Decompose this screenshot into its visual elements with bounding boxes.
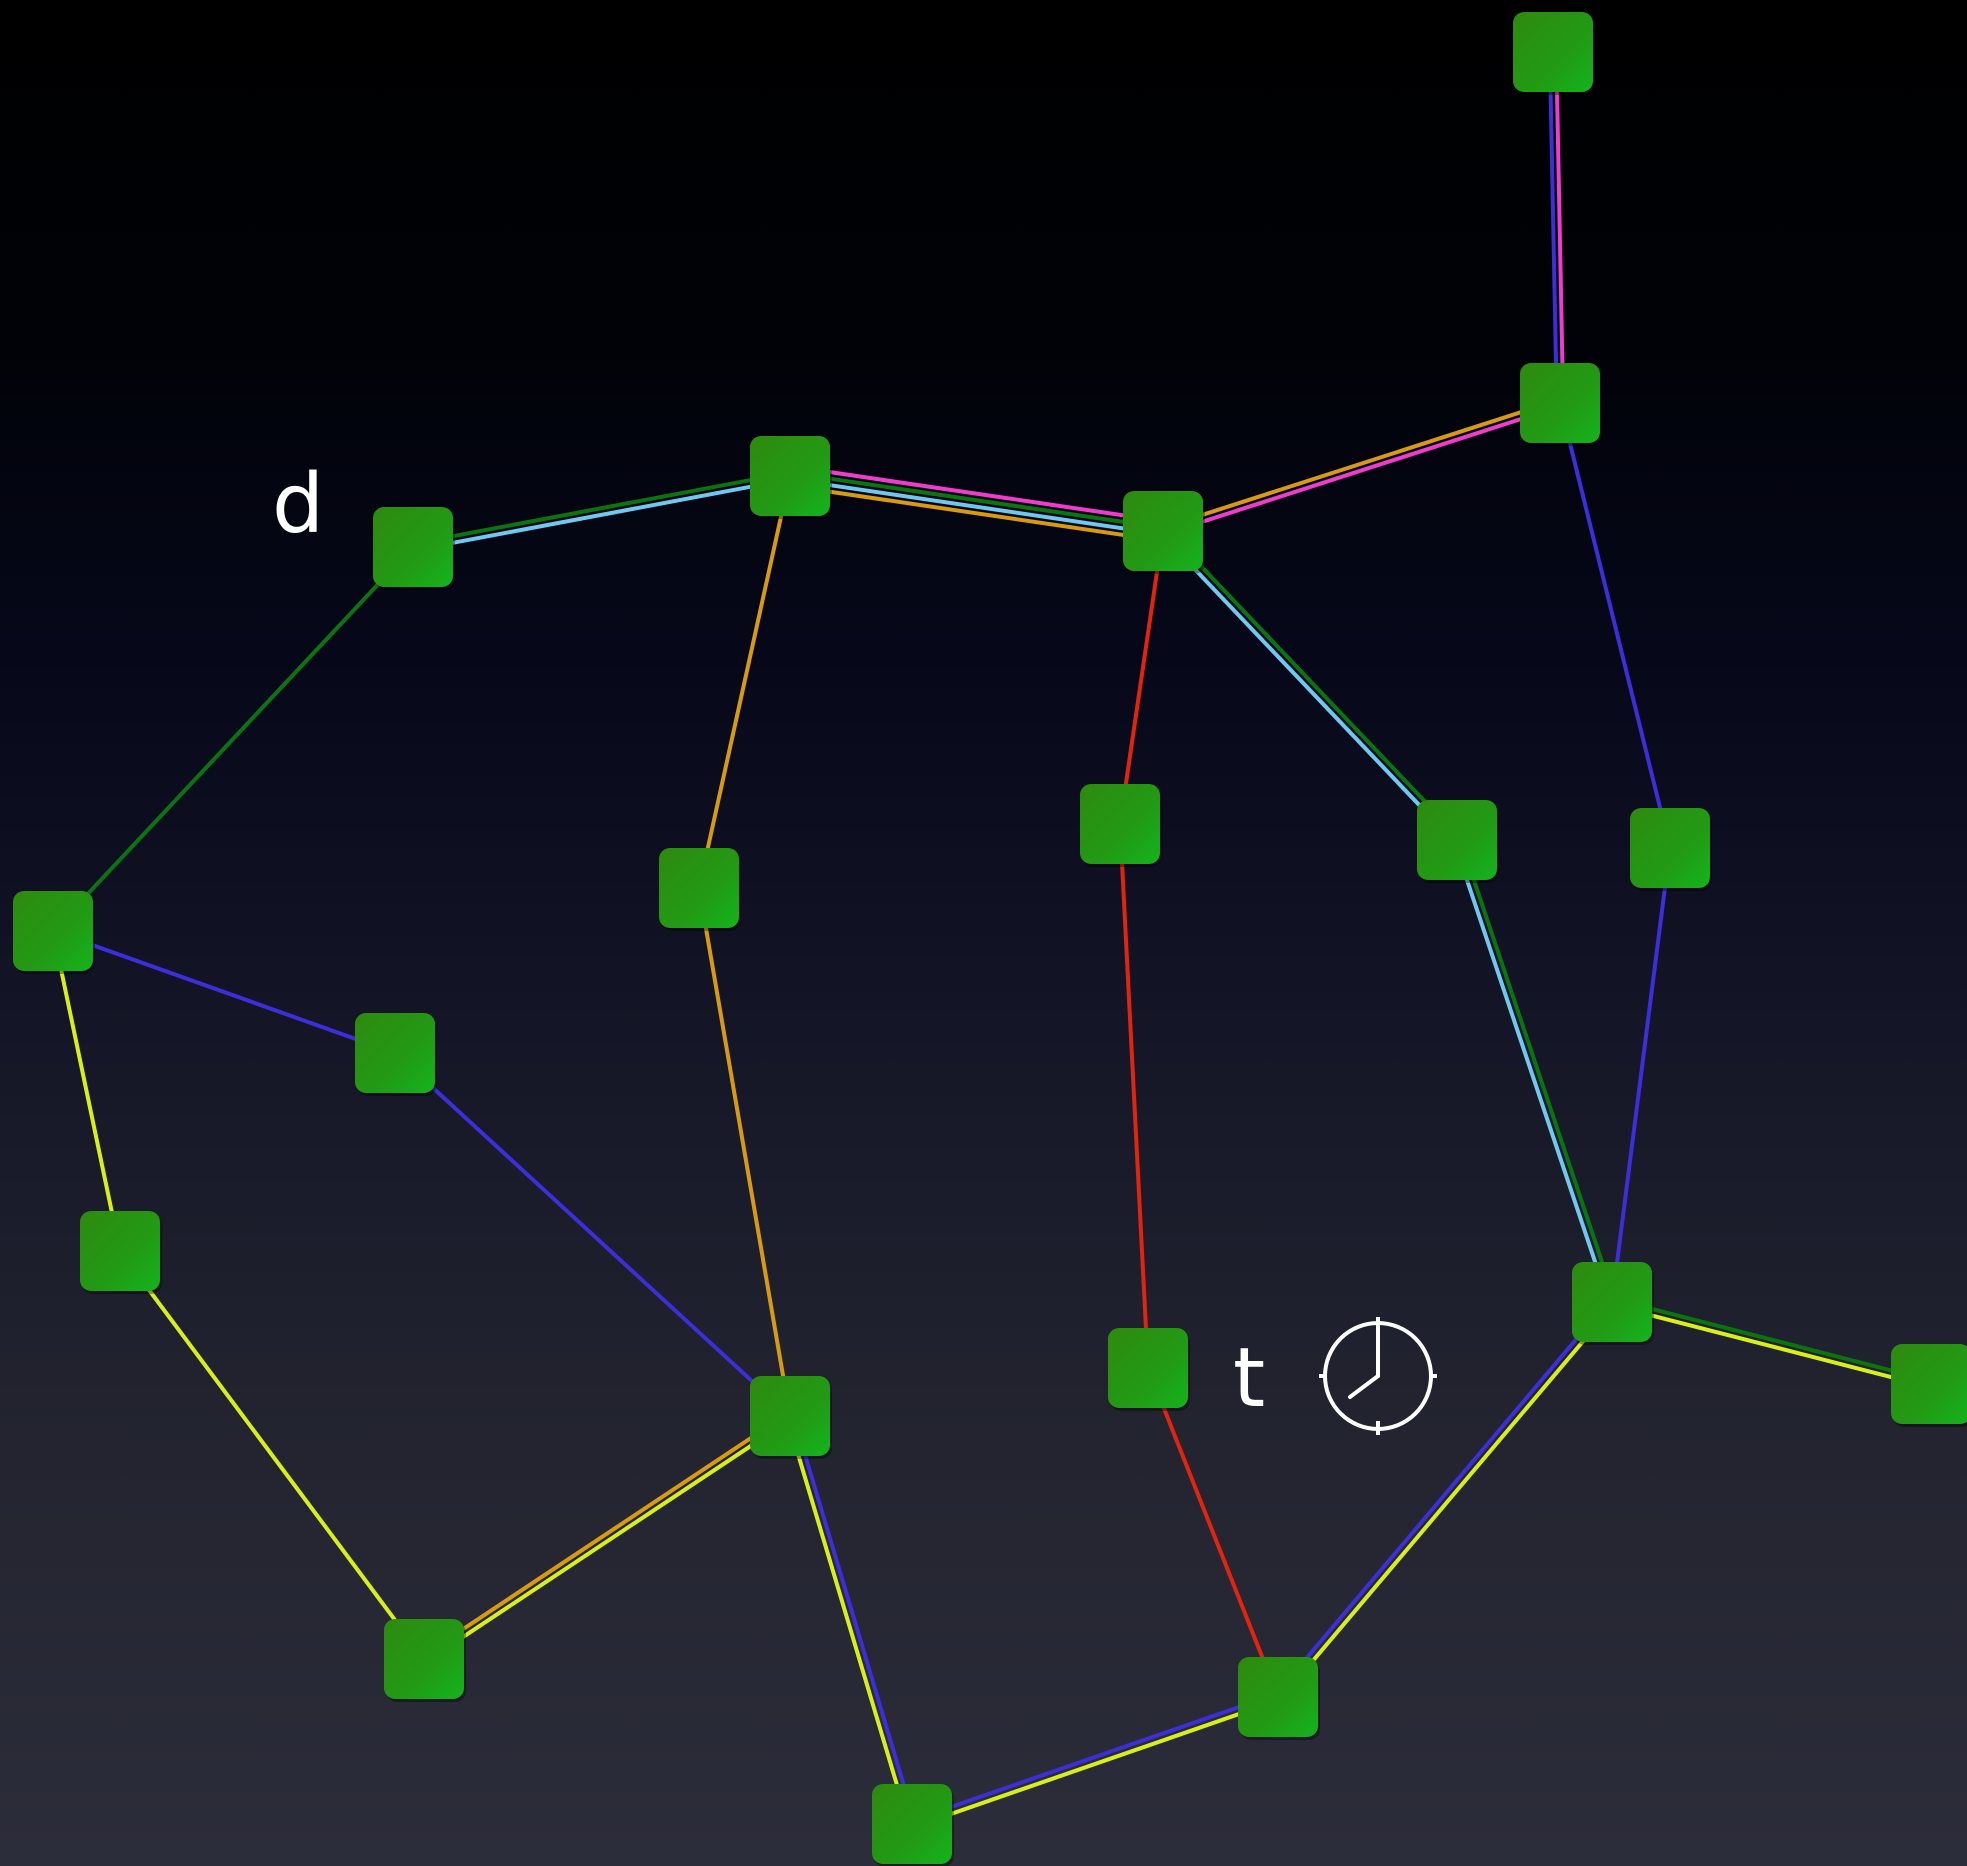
route-segment-dark-green-n10-n15 xyxy=(1458,837,1618,1303)
route-segment-red-n14-n18 xyxy=(1146,1366,1280,1699)
target-label-t: t xyxy=(1233,1331,1265,1426)
route-segment-blue-n7-n13 xyxy=(393,1051,792,1418)
node-left-lower[interactable] xyxy=(80,1211,160,1291)
route-segment-orange-n3-n8 xyxy=(697,474,792,890)
source-label-d: d xyxy=(272,457,324,552)
route-segment-blue-n2-n11 xyxy=(1558,401,1672,850)
node-right[interactable] xyxy=(1630,808,1710,888)
route-segment-light-blue-n5-n3 xyxy=(411,477,793,553)
edges-layer xyxy=(51,49,1934,1830)
route-segment-blue-n1-n2 xyxy=(1547,50,1559,406)
route-segment-magenta-n3-n4 xyxy=(789,464,1167,524)
route-segment-blue-n13-n19 xyxy=(791,1413,918,1826)
route-segment-yellow-n12-n17 xyxy=(118,1249,426,1661)
node-bottom-right[interactable] xyxy=(1238,1657,1318,1737)
node-right-edge[interactable] xyxy=(1891,1344,1967,1424)
node-upper-right-hub[interactable] xyxy=(1520,363,1600,443)
node-source-d[interactable] xyxy=(373,507,453,587)
node-lower-right-hub[interactable] xyxy=(1572,1262,1652,1342)
node-bottom-left[interactable] xyxy=(384,1619,464,1699)
route-segment-dark-green-n5-n3 xyxy=(410,470,792,546)
node-bottom-center[interactable] xyxy=(872,1784,952,1864)
node-center-left[interactable] xyxy=(659,848,739,928)
node-far-left[interactable] xyxy=(13,891,93,971)
route-segment-light-blue-n4-n10 xyxy=(1158,531,1457,845)
nodes-layer xyxy=(13,12,1967,1866)
node-top-right-end[interactable] xyxy=(1513,12,1593,92)
route-segment-light-blue-n10-n15 xyxy=(1451,839,1611,1305)
route-segment-orange-n17-n13 xyxy=(420,1411,791,1659)
route-segment-dark-green-n3-n4 xyxy=(788,470,1166,530)
route-segment-blue-n11-n15 xyxy=(1610,846,1672,1304)
route-segment-dark-green-n5-n6 xyxy=(51,545,415,933)
route-segment-blue-n19-n18 xyxy=(908,1691,1279,1823)
node-top-center[interactable] xyxy=(750,436,830,516)
route-segment-yellow-n13-n19 xyxy=(784,1414,911,1827)
node-lower-center-hub[interactable] xyxy=(750,1376,830,1456)
route-segment-light-blue-n3-n4 xyxy=(787,477,1165,537)
route-segment-blue-n6-n7 xyxy=(51,929,397,1055)
node-target-t[interactable] xyxy=(1108,1328,1188,1408)
clock-icon xyxy=(1319,1317,1437,1435)
node-mid-left[interactable] xyxy=(355,1013,435,1093)
route-segment-magenta-n2-n4 xyxy=(1162,404,1563,537)
route-segment-yellow-n18-n15 xyxy=(1278,1302,1617,1702)
route-segment-magenta-n1-n2 xyxy=(1554,49,1566,405)
route-segment-red-n9-n14 xyxy=(1118,822,1150,1370)
route-segment-dark-green-n4-n10 xyxy=(1163,526,1462,840)
node-center[interactable] xyxy=(1080,784,1160,864)
route-segment-yellow-n6-n12 xyxy=(51,929,122,1253)
route-segment-yellow-n19-n18 xyxy=(911,1698,1282,1830)
route-segment-red-n4-n9 xyxy=(1118,529,1165,826)
route-segment-yellow-n15-n16 xyxy=(1609,1303,1933,1390)
route-segment-orange-n3-n4 xyxy=(786,483,1164,543)
node-center-right[interactable] xyxy=(1417,800,1497,880)
route-segment-yellow-n17-n13 xyxy=(423,1416,794,1664)
route-segment-dark-green-n15-n16 xyxy=(1610,1296,1934,1383)
route-segment-blue-n18-n15 xyxy=(1273,1297,1612,1697)
node-central-hub[interactable] xyxy=(1123,491,1203,571)
route-segment-orange-n8-n13 xyxy=(697,886,792,1418)
route-segment-orange-n2-n4 xyxy=(1160,397,1561,530)
